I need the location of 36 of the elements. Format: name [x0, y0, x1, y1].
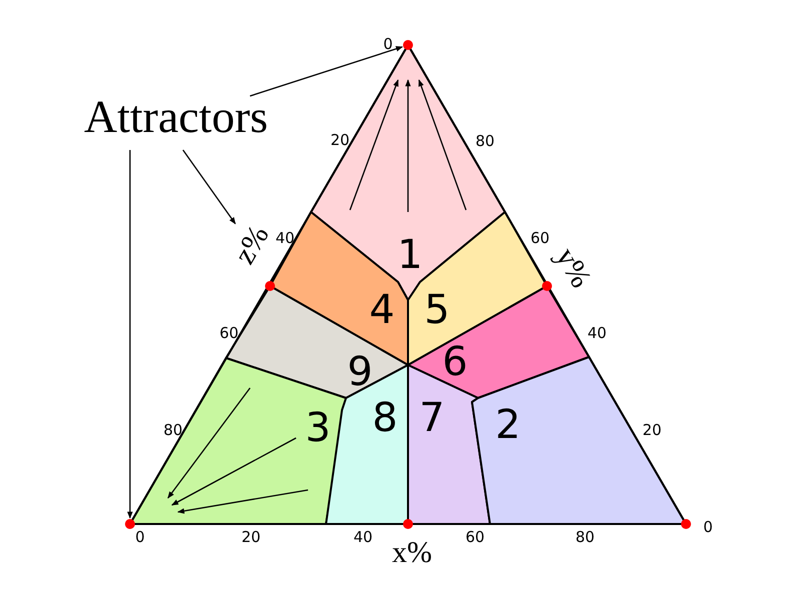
axis-label: y% — [548, 242, 598, 294]
attractor-dot — [403, 40, 413, 50]
attractor-dot — [265, 281, 275, 291]
tick-label: 40 — [353, 528, 373, 546]
tick-label: 60 — [465, 528, 485, 546]
tick-label: 0 — [703, 518, 713, 536]
attractor-dot — [403, 519, 413, 529]
tick-label: 20 — [330, 131, 350, 149]
tick-label: 0 — [383, 35, 393, 53]
region-number: 7 — [419, 395, 445, 441]
tick-label: 60 — [219, 324, 239, 342]
tick-label: 80 — [163, 421, 183, 439]
tick-label: 40 — [587, 324, 607, 342]
tick-label: 40 — [275, 229, 295, 247]
leader-arrow — [182, 150, 236, 224]
tick-label: 20 — [642, 421, 662, 439]
region-number: 3 — [305, 405, 331, 451]
region-number: 8 — [372, 395, 398, 441]
tick-label: 80 — [575, 528, 595, 546]
region-number: 6 — [442, 339, 468, 385]
tick-label: 20 — [241, 528, 261, 546]
leader-arrow — [250, 46, 403, 97]
tick-label: 60 — [530, 229, 550, 247]
axis-label: x% — [392, 536, 432, 570]
tick-label: 0 — [135, 528, 145, 546]
region-number: 9 — [347, 349, 373, 395]
attractor-dot — [125, 519, 135, 529]
region-number: 5 — [424, 287, 450, 333]
region-number: 2 — [495, 402, 521, 448]
leader-arrow — [127, 150, 133, 519]
tick-label: 80 — [475, 132, 495, 150]
callout-text: Attractors — [84, 92, 268, 142]
region-number: 1 — [397, 232, 423, 278]
axis-label: z% — [228, 220, 276, 270]
region-number: 4 — [369, 287, 395, 333]
attractor-dot — [681, 519, 691, 529]
